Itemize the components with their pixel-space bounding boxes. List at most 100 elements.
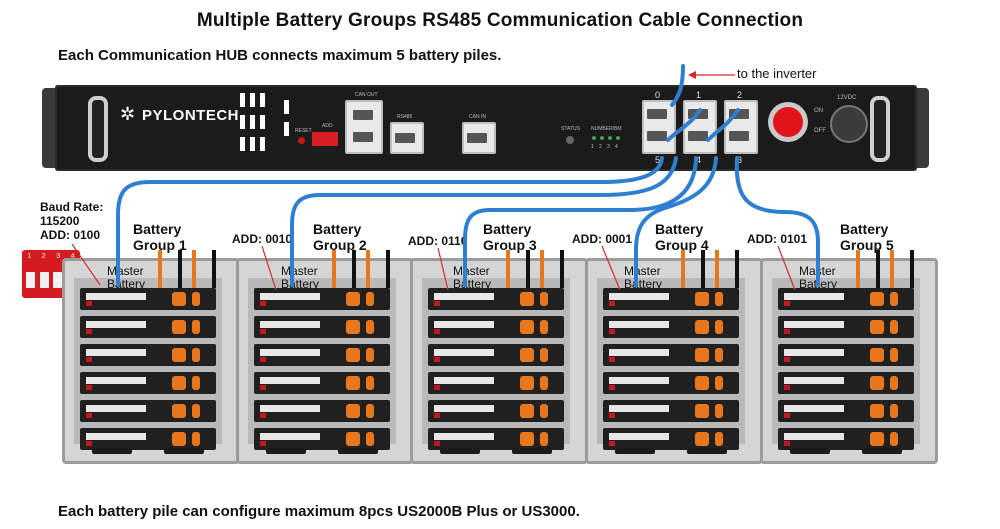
module-orange-connector: [870, 376, 884, 390]
module-panel: [434, 405, 494, 412]
power-button[interactable]: [768, 102, 808, 142]
module-orange-connector: [346, 292, 360, 306]
module-panel: [434, 349, 494, 356]
module-panel: [260, 433, 320, 440]
module-orange-connector: [366, 292, 374, 306]
can-out-port[interactable]: [345, 100, 383, 154]
led-3: [608, 136, 612, 140]
module-orange-connector: [346, 376, 360, 390]
module-panel: [784, 405, 844, 412]
dip-key[interactable]: [53, 272, 63, 288]
inverter-pointer-arrowhead: [688, 71, 696, 79]
cable-group-3[interactable]: [463, 156, 698, 287]
hub-capacity-note: Each Communication HUB connects maximum …: [58, 47, 502, 64]
power-cable-black: [910, 250, 914, 288]
module-orange-connector: [346, 404, 360, 418]
status-indicator: [566, 136, 574, 144]
module-red-indicator: [784, 357, 790, 362]
pile-foot: [92, 448, 132, 454]
module-panel: [609, 433, 669, 440]
dip-key[interactable]: [39, 272, 49, 288]
hub-handle-right: [870, 96, 890, 162]
power-cable-orange: [332, 250, 336, 288]
module-red-indicator: [434, 413, 440, 418]
module-orange-connector: [346, 432, 360, 446]
module-red-indicator: [434, 441, 440, 446]
power-cable-orange: [715, 250, 719, 288]
module-red-indicator: [784, 301, 790, 306]
power-cable-black: [701, 250, 705, 288]
module-panel: [86, 377, 146, 384]
module-red-indicator: [609, 441, 615, 446]
power-cable-orange: [506, 250, 510, 288]
power-cable-black: [352, 250, 356, 288]
module-red-indicator: [260, 413, 266, 418]
module-orange-connector: [540, 376, 548, 390]
module-red-indicator: [609, 301, 615, 306]
hub-port-label-5: 5: [655, 155, 661, 165]
addr-5-pointer-line: [777, 245, 796, 291]
module-panel: [609, 405, 669, 412]
module-orange-connector: [172, 348, 186, 362]
cable-group-1[interactable]: [116, 156, 664, 287]
inverter-cable[interactable]: [670, 64, 685, 107]
module-orange-connector: [366, 320, 374, 334]
reset-button[interactable]: [298, 137, 305, 144]
cable-group-5[interactable]: [734, 156, 820, 287]
addr-2-pointer-line: [261, 245, 277, 291]
rack-ear-left: [42, 88, 58, 168]
power-cable-orange: [540, 250, 544, 288]
module-red-indicator: [86, 301, 92, 306]
pile-foot: [266, 448, 306, 454]
module-red-indicator: [609, 385, 615, 390]
group-3-address: ADD: 0110: [408, 234, 468, 248]
pile-foot: [862, 448, 902, 454]
module-panel: [260, 321, 320, 328]
baud-rate-label: Baud Rate: 115200 ADD: 0100: [40, 200, 104, 242]
can-in-port[interactable]: [462, 122, 496, 154]
module-orange-connector: [890, 320, 898, 334]
module-orange-connector: [192, 432, 200, 446]
status-label: STATUS: [561, 126, 580, 132]
power-cable-black: [212, 250, 216, 288]
hub-jumper-cable[interactable]: [706, 108, 740, 142]
pylontech-logo-icon: ✲: [120, 104, 136, 124]
module-orange-connector: [695, 320, 709, 334]
module-panel: [86, 349, 146, 356]
hub-jumper-cable[interactable]: [666, 108, 702, 142]
module-red-indicator: [434, 385, 440, 390]
module-red-indicator: [784, 329, 790, 334]
module-orange-connector: [890, 432, 898, 446]
hub-port-label-2: 2: [737, 90, 743, 100]
module-orange-connector: [540, 432, 548, 446]
on-label: ON: [814, 108, 823, 114]
addr-4-pointer-line: [601, 245, 621, 291]
module-orange-connector: [715, 376, 723, 390]
hub-address-dip-switch[interactable]: [312, 132, 338, 146]
module-panel: [609, 321, 669, 328]
dip-key[interactable]: [26, 272, 35, 288]
module-orange-connector: [520, 320, 534, 334]
module-orange-connector: [695, 348, 709, 362]
pile-foot: [512, 448, 552, 454]
can-in-label: CAN IN: [469, 114, 486, 120]
module-orange-connector: [870, 432, 884, 446]
module-red-indicator: [86, 385, 92, 390]
module-red-indicator: [86, 441, 92, 446]
module-panel: [609, 293, 669, 300]
module-panel: [609, 377, 669, 384]
group-2-address: ADD: 0010: [232, 232, 293, 246]
cable-group-2[interactable]: [290, 156, 678, 287]
led-2: [600, 136, 604, 140]
hub-port-0[interactable]: [642, 100, 676, 154]
module-panel: [434, 433, 494, 440]
power-cable-orange: [890, 250, 894, 288]
baud-pointer-line: [71, 243, 101, 286]
rs485-port[interactable]: [390, 122, 424, 154]
dc-power-jack[interactable]: [830, 105, 868, 143]
module-red-indicator: [260, 357, 266, 362]
cable-group-4[interactable]: [634, 156, 718, 287]
